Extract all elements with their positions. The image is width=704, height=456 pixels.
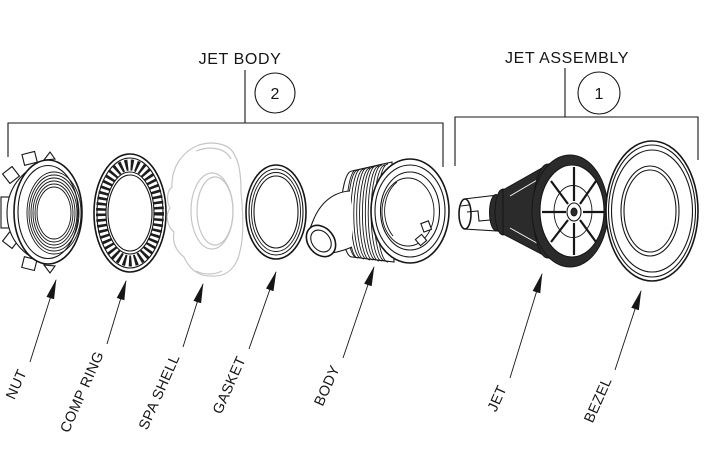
jet-assembly-group-number: 1	[595, 86, 604, 103]
jet-body-group-number: 2	[271, 86, 280, 103]
jet-drawing	[458, 154, 609, 268]
body-label: BODY	[312, 363, 344, 409]
comp-ring-label: COMP RING	[58, 349, 108, 435]
jet-body-group-label: JET BODY	[199, 51, 282, 68]
comp-ring-leader-arrow	[106, 280, 127, 345]
leader-arrows	[29, 266, 642, 379]
body-drawing	[305, 158, 450, 264]
bezel-leader-arrow	[614, 290, 642, 371]
spa-shell-drawing	[166, 142, 244, 277]
gasket-label: GASKET	[210, 354, 250, 416]
spa-shell-label: SPA SHELL	[136, 352, 183, 432]
jet-body-number-circle	[254, 72, 296, 114]
comp-ring-drawing	[93, 153, 167, 273]
jet-label: JET	[485, 383, 511, 414]
jet-leader-arrow	[509, 273, 543, 379]
bezel-label: BEZEL	[582, 375, 616, 425]
nut-drawing	[0, 150, 83, 274]
gasket-drawing	[245, 164, 307, 260]
nut-leader-arrow	[29, 279, 57, 363]
jet-assembly-group-label: JET ASSEMBLY	[505, 50, 629, 67]
spa-shell-leader-arrow	[182, 283, 204, 348]
nut-label: NUT	[3, 367, 30, 402]
gasket-leader-arrow	[248, 271, 277, 350]
jet-assembly-bracket	[454, 68, 699, 166]
body-leader-arrow	[342, 266, 375, 359]
jet-body-bracket	[7, 70, 444, 167]
bezel-drawing	[605, 140, 699, 282]
jet-assembly-number-circle	[577, 71, 621, 115]
